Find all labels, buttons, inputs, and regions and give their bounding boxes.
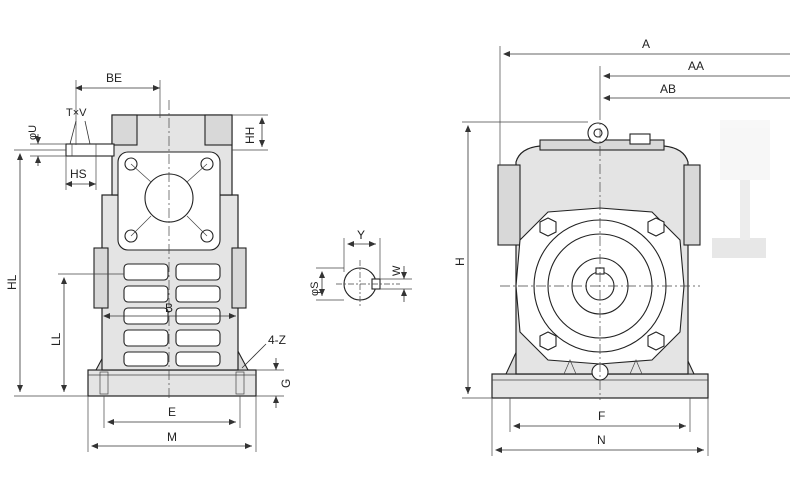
label-hl: HL [5,274,19,290]
label-phi-u: φU [27,125,39,140]
label-e: E [168,405,176,419]
label-h: H [453,257,467,266]
label-ab: AB [660,82,676,96]
label-ll: LL [49,332,63,346]
cooling-fins [123,263,221,367]
label-n: N [597,433,606,447]
label-4z: 4-Z [268,333,286,347]
label-m: M [167,430,177,444]
label-g: G [279,379,293,388]
label-txv: T×V [66,107,87,119]
left-base-plate [87,369,257,397]
label-aa: AA [688,59,704,73]
label-f: F [598,409,605,423]
shaft-section-view: Y W φS [309,228,412,306]
input-shaft [65,143,115,157]
label-be: BE [106,71,122,85]
label-w: W [391,265,403,276]
label-phi-s: φS [309,282,321,296]
label-a: A [642,37,650,51]
label-y: Y [357,228,365,242]
label-hh: HH [243,127,257,144]
label-b: B [165,301,173,315]
label-hs: HS [70,167,87,181]
right-edge-artifact [712,120,770,258]
right-front-view: A AA AB H F N [453,37,790,456]
left-side-view: BE T×V φU HS HH HL LL B 4-Z [5,71,293,452]
